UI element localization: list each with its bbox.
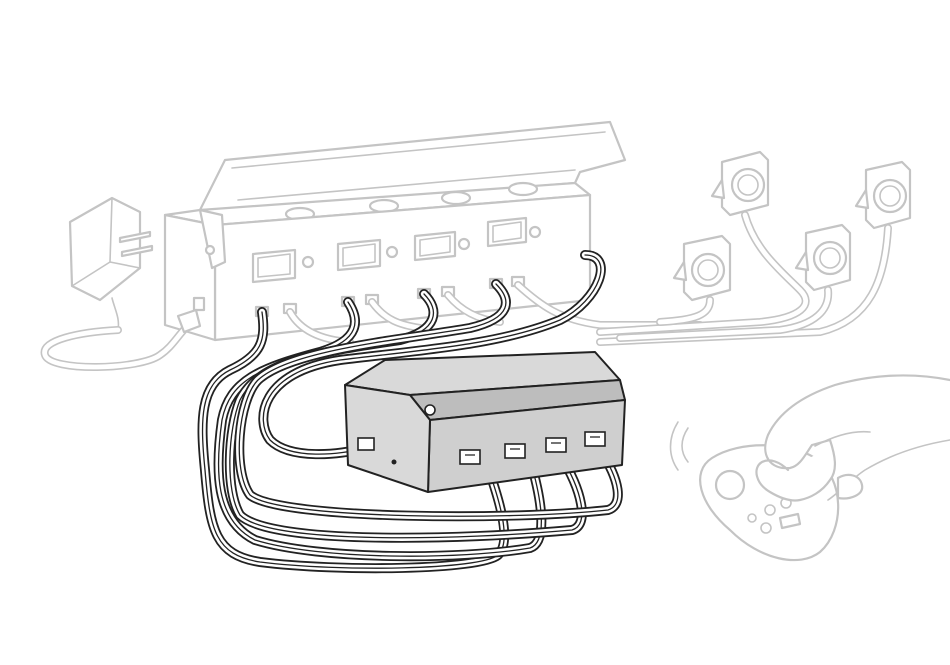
hub-output-port-3: [545, 437, 567, 453]
hub-input-port: [357, 437, 375, 451]
distribution-hub: [344, 351, 626, 493]
power-adapter: [68, 196, 154, 331]
hand: [755, 374, 950, 502]
speaker-cables: [596, 211, 892, 346]
hub-output-port-1: [459, 449, 481, 465]
speaker-module-3: [794, 223, 852, 292]
hub-output-port-4: [584, 431, 606, 447]
power-cord: [40, 308, 202, 371]
speaker-module-1: [710, 150, 770, 217]
hub-output-port-2: [504, 443, 526, 459]
speaker-module-4: [672, 234, 732, 302]
signal-wave-icon: [681, 427, 689, 463]
control-cables: [197, 250, 623, 574]
speaker-modules: [672, 150, 912, 302]
hub-led-icon: [424, 404, 436, 416]
speaker-module-2: [854, 160, 912, 230]
light-bar-housing: [163, 120, 627, 342]
